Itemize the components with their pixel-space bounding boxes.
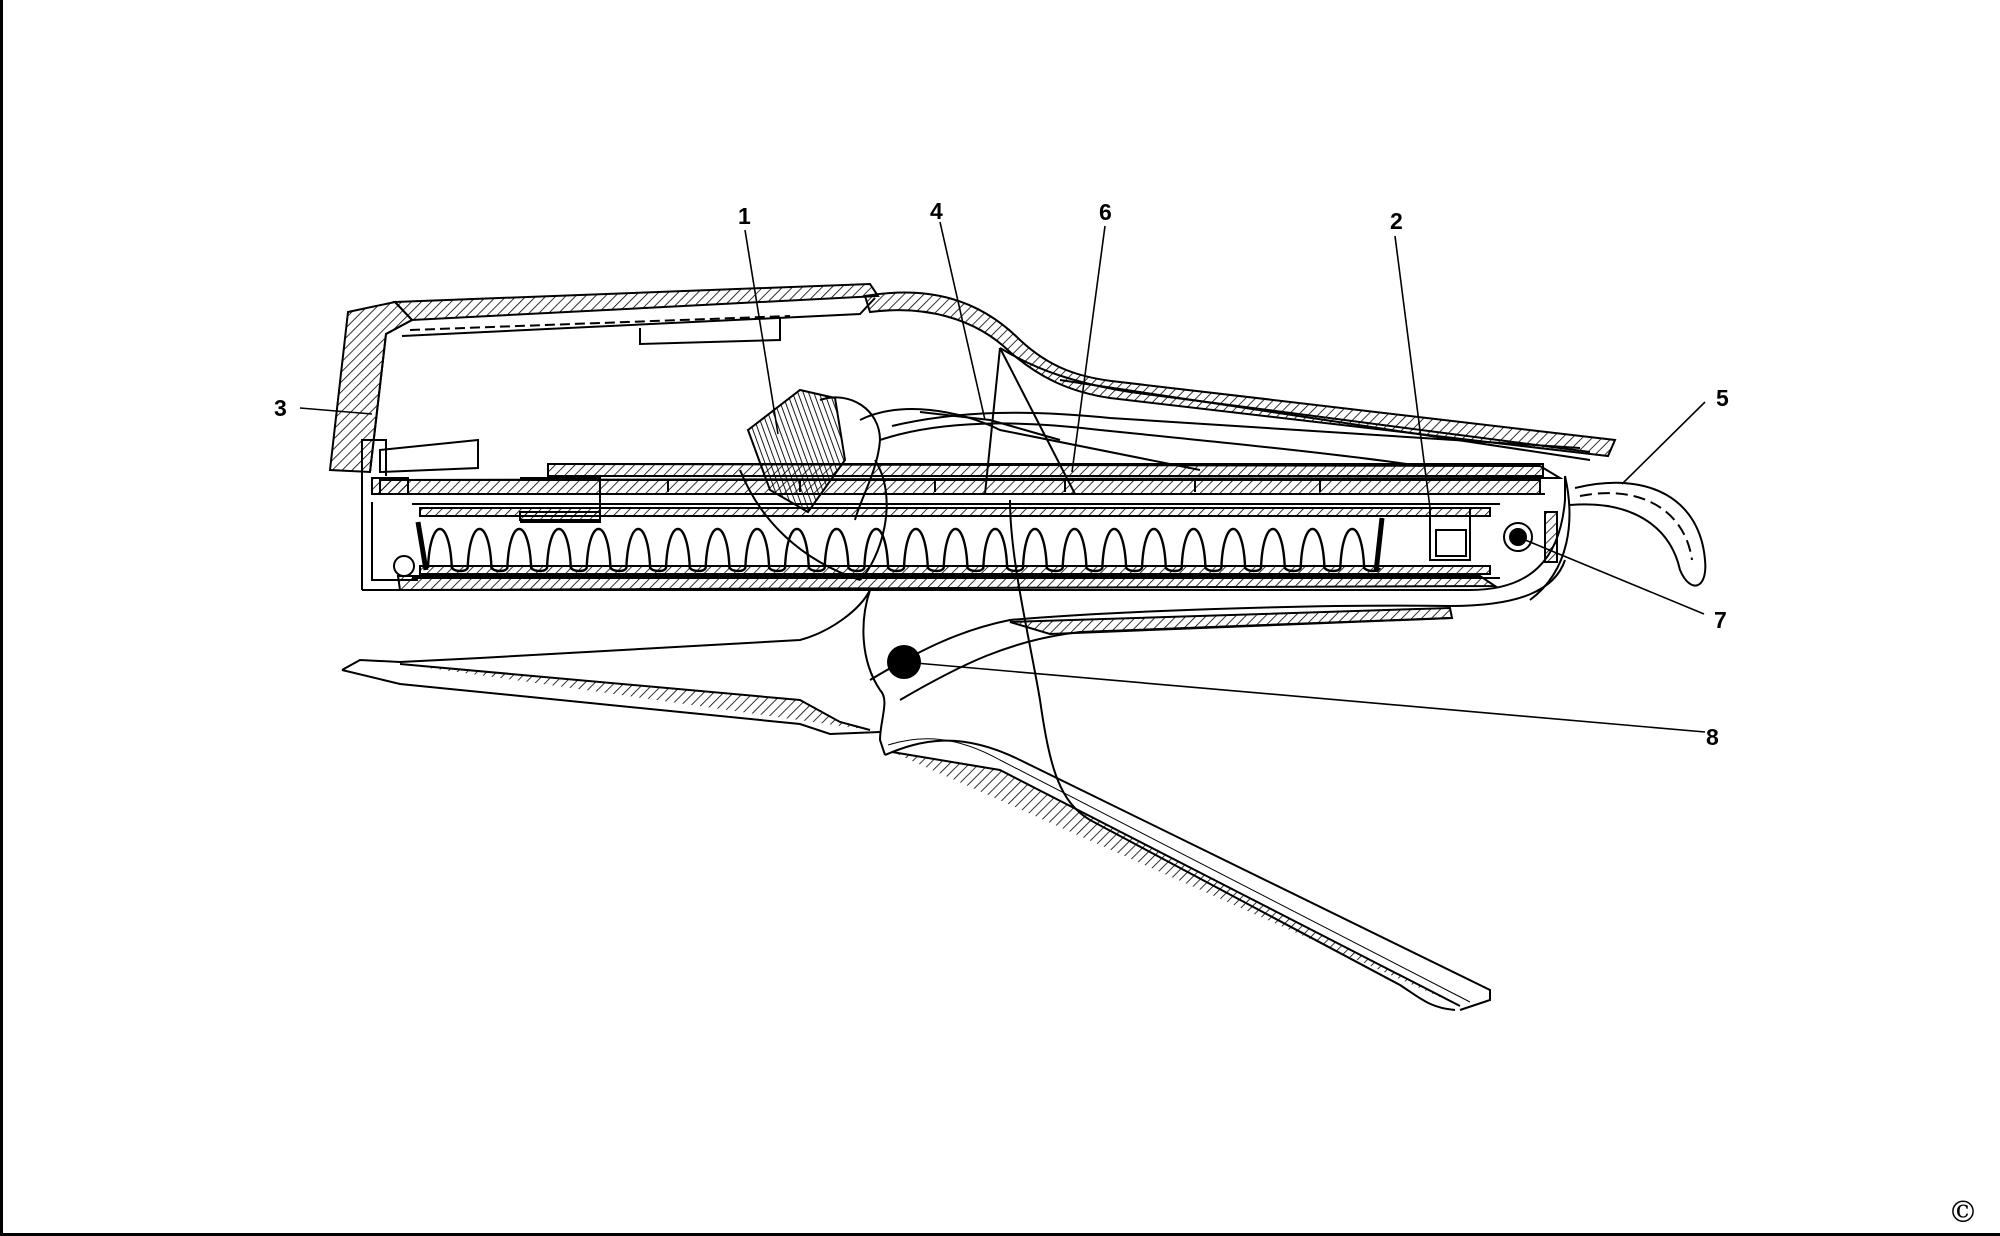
copyright-mark: ©: [1948, 1195, 1978, 1230]
callout-4: 4: [930, 198, 943, 224]
callout-6: 6: [1099, 199, 1112, 225]
callout-2: 2: [1390, 208, 1403, 234]
top-cover: [328, 282, 1617, 474]
callout-3: 3: [274, 395, 287, 421]
feed-spring: [415, 517, 1385, 573]
callout-1: 1: [738, 203, 751, 229]
release-hook: [1569, 481, 1707, 587]
feed-lever: [879, 347, 1581, 495]
callout-5: 5: [1716, 385, 1729, 411]
magazine-body: [361, 438, 1571, 601]
staple-driver: [739, 388, 1201, 581]
callout-7: 7: [1714, 607, 1727, 633]
main-handle-lever: [341, 499, 1566, 1011]
leader-lines: [299, 221, 1706, 733]
callout-8: 8: [1706, 724, 1719, 750]
callout-labels: 1 2 3 4 5 6 7 8: [274, 198, 1729, 750]
